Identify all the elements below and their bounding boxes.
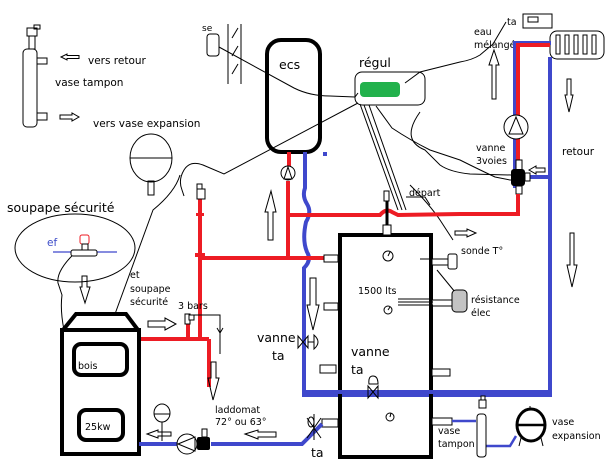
flow-arrow-left-icon xyxy=(145,429,172,439)
flow-arrow-right-icon xyxy=(147,317,178,331)
flow-arrow-up-icon xyxy=(264,189,277,241)
expansion-vessel-icon xyxy=(129,133,173,196)
label-ta-bottom: ta xyxy=(311,445,324,460)
expansion-vessel-icon xyxy=(515,406,547,447)
thermometer-icon xyxy=(383,305,393,315)
radiator-icon xyxy=(549,30,605,60)
ecs-pump-icon xyxy=(280,165,296,181)
label-vanne-ta-tank: vanne xyxy=(351,344,390,359)
flow-arrow-left-icon xyxy=(243,429,277,440)
label-ta-tank: ta xyxy=(351,362,364,377)
thermometer-icon xyxy=(382,250,394,262)
valve-icon xyxy=(367,375,379,400)
label-vase-expansion-1: vase xyxy=(552,417,574,428)
label-soupape: soupape sécurité xyxy=(7,200,115,215)
label-laddomat: laddomat xyxy=(215,405,260,416)
small-vase-tampon-icon xyxy=(476,395,487,458)
flow-arrow-down-icon xyxy=(207,361,220,401)
label-et-soupape: soupape xyxy=(130,284,171,295)
arrow-left-icon xyxy=(59,53,80,61)
laddomat-pump-icon xyxy=(176,433,198,455)
wall-icon xyxy=(227,24,242,84)
legend-vers-vase-expansion: vers vase expansion xyxy=(93,118,200,130)
label-laddomat-temp: 72° ou 63° xyxy=(215,417,267,428)
flow-arrow-down-icon xyxy=(566,232,578,288)
valve-icon xyxy=(297,333,319,351)
label-vase-tampon-1: vase xyxy=(438,426,460,437)
flow-arrow-down-icon xyxy=(79,275,91,305)
label-ta-top: ta xyxy=(507,17,517,28)
label-ecs: ecs xyxy=(279,57,300,72)
label-et: et xyxy=(130,270,140,281)
three-way-valve-icon xyxy=(511,159,531,195)
label-power: 25kw xyxy=(85,422,111,433)
pump-icon xyxy=(503,114,529,140)
label-capacity: 1500 lts xyxy=(358,286,397,297)
label-depart: départ xyxy=(409,188,441,199)
flow-arrow-left-icon xyxy=(527,165,546,175)
label-regul: régul xyxy=(359,55,391,70)
label-elec: élec xyxy=(471,308,491,319)
legend-vers-retour: vers retour xyxy=(88,55,147,67)
label-ta-left: ta xyxy=(272,348,285,363)
label-3voies: 3voies xyxy=(476,156,507,167)
thermostatic-valve-icon xyxy=(306,414,322,440)
ecs-tank-icon xyxy=(265,38,322,154)
label-vase-tampon-2: tampon xyxy=(438,439,475,450)
label-melange: mélangé xyxy=(474,40,516,51)
label-vase-expansion-2: expansion xyxy=(552,431,601,442)
flow-arrow-up-icon xyxy=(488,48,500,100)
boiler-icon xyxy=(60,312,141,456)
expansion-gauge-icon xyxy=(153,403,171,441)
arrow-right-icon xyxy=(59,112,81,122)
thermometer-icon xyxy=(385,412,395,422)
label-retour: retour xyxy=(562,146,595,158)
safety-valve-icon xyxy=(70,234,98,257)
laddomat-icon xyxy=(197,428,210,450)
regulator-icon xyxy=(354,71,426,106)
label-3-bars: 3 bars xyxy=(178,301,208,312)
outdoor-sensor-icon xyxy=(206,33,220,57)
label-ef: ef xyxy=(47,237,57,249)
flow-arrow-right-icon xyxy=(454,228,478,238)
label-vanne-3voies: vanne xyxy=(476,143,505,154)
temperature-probe-icon xyxy=(447,253,458,270)
label-vanne-ta-left: vanne xyxy=(257,330,296,345)
pressure-valve-icon xyxy=(184,313,195,325)
label-bois: bois xyxy=(78,361,97,372)
label-se: se xyxy=(202,24,213,34)
flow-arrow-down-icon xyxy=(564,78,574,113)
thermostat-icon xyxy=(522,13,553,29)
label-sonde: sonde T° xyxy=(461,246,503,257)
label-resistance: résistance xyxy=(471,295,520,306)
purge-valve-icon xyxy=(196,183,206,200)
legend-vase-tampon-icon xyxy=(22,24,48,128)
label-eau: eau xyxy=(474,27,492,38)
label-et-securite: sécurité xyxy=(130,297,168,308)
electric-heater-icon xyxy=(451,289,468,313)
legend-vase-tampon: vase tampon xyxy=(55,77,123,89)
flow-arrow-down-icon xyxy=(306,277,320,331)
